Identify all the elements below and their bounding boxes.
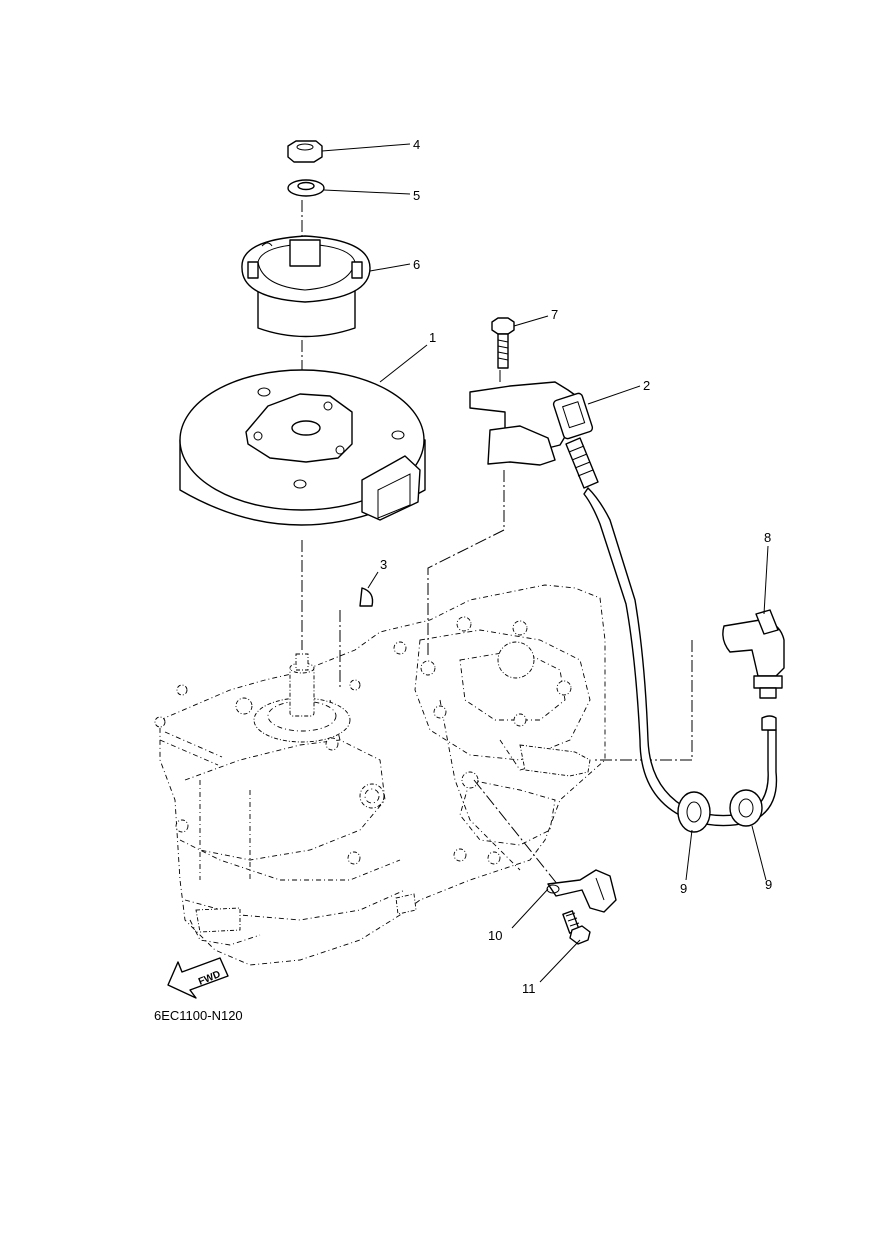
callout-4: 4	[413, 137, 420, 152]
part-5-washer[interactable]	[287, 179, 325, 197]
callout-3: 3	[380, 557, 387, 572]
part-11-screw[interactable]	[562, 910, 591, 945]
fwd-direction-arrow: FWD	[167, 957, 229, 999]
engine-block	[154, 584, 606, 966]
callout-8: 8	[764, 530, 771, 545]
ht-lead-wire	[583, 487, 778, 827]
callout-5: 5	[413, 188, 420, 203]
part-3-key[interactable]	[359, 587, 374, 607]
callout-7: 7	[551, 307, 558, 322]
part-9-grommets[interactable]	[677, 789, 763, 833]
callout-2: 2	[643, 378, 650, 393]
part-1-flywheel[interactable]	[179, 369, 426, 526]
callout-9-right: 9	[765, 877, 772, 892]
leader-lines	[321, 143, 769, 983]
part-4-nut[interactable]	[287, 140, 323, 163]
callout-10: 10	[488, 928, 502, 943]
part-2-ignition-coil[interactable]	[469, 381, 599, 489]
part-6-rotor-cup[interactable]	[241, 235, 371, 338]
callout-6: 6	[413, 257, 420, 272]
callout-1: 1	[429, 330, 436, 345]
part-10-clamp[interactable]	[546, 869, 617, 913]
assembly-centerlines	[301, 200, 693, 886]
part-8-plug-cap[interactable]	[722, 609, 785, 731]
callout-9-left: 9	[680, 881, 687, 896]
callout-numbers: 4 5 6 1 7 2 3 8 9 9 10 11	[380, 137, 772, 996]
drawing-code: 6EC1100-N120	[154, 1008, 243, 1023]
callout-11: 11	[522, 981, 536, 996]
part-7-bolt[interactable]	[491, 317, 515, 369]
